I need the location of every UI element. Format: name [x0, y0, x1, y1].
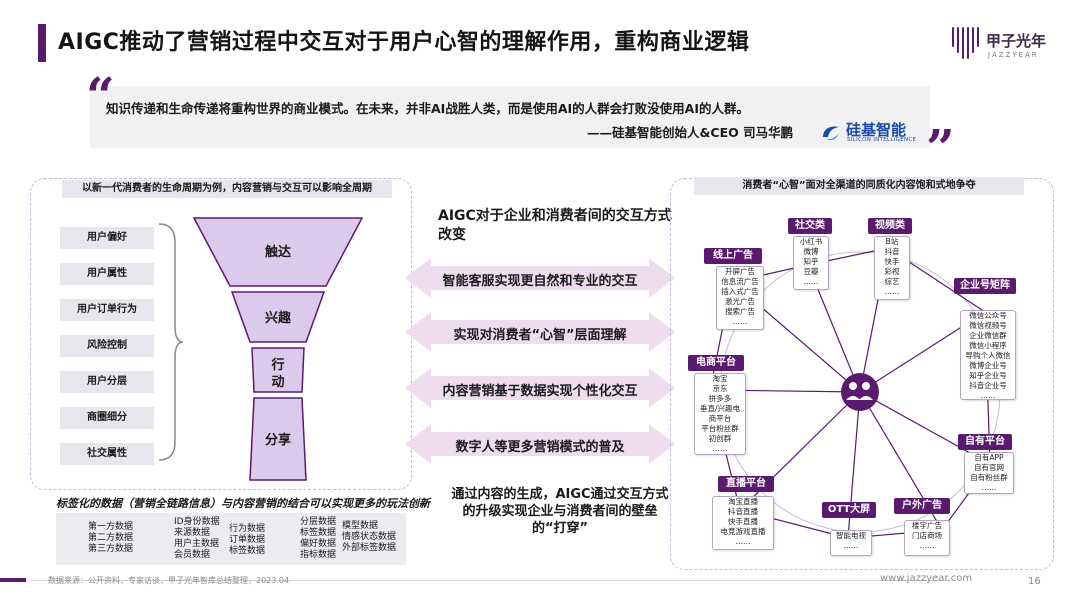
title-accent-bar [38, 24, 46, 62]
consumer-center-icon [841, 373, 879, 411]
arrow-banner-1 [405, 258, 675, 298]
channel-live-streaming: 直播平台 [718, 476, 774, 492]
tag-order-behavior: 用户订单行为 [60, 299, 154, 321]
channel-social-list: 小红书微博知乎豆瓣…… [793, 236, 829, 290]
funnel-label-share: 分享 [265, 432, 291, 448]
interaction-title: AIGC对于企业和消费者间的交互方式改变 [438, 208, 672, 243]
data-types-box [56, 513, 406, 565]
footer-divider [30, 580, 950, 581]
channel-enterprise-list: 微信公众号微信视频号企业微信群微信小程序导购个人微信微博企业号知乎企业号抖音企业… [960, 310, 1016, 400]
tag-user-preference: 用户偏好 [60, 227, 154, 249]
channel-ecommerce-list: 淘宝京东拼多多垂直/兴趣电商平台平台粉丝群初创群…… [694, 373, 746, 455]
funnel-label-action-1: 行 [270, 357, 284, 373]
footer-url[interactable]: www.jazzyear.com [880, 573, 973, 584]
funnel-stage-share [249, 397, 307, 481]
arrow-banner-4 [405, 424, 675, 464]
lifecycle-heading: 以新一代消费者的生命周期为例，内容营销与交互可以影响全周期 [62, 180, 392, 198]
interaction-summary: 通过内容的生成，AIGC通过交互方式的升级实现企业与消费者间的壁垒的“打穿” [451, 487, 669, 536]
funnel-stage-interest [230, 291, 326, 343]
data-col-model: 模型数据情感状态数据外部标签数据 [342, 521, 397, 553]
arrow-text-2: 实现对消费者“心智”层面理解 [453, 328, 627, 343]
company-name: 硅基智能 [846, 121, 907, 139]
data-col-party: 第一方数据第二方数据第三方数据 [88, 522, 134, 554]
funnel-label-interest: 兴趣 [265, 310, 292, 326]
channel-live-list: 淘宝直播抖音直播快手直播电竞游戏直播…… [712, 496, 774, 550]
tag-business-area: 商圈细分 [60, 407, 154, 429]
company-name-en: SILICON INTELLIGENCE [847, 137, 917, 143]
channel-outdoor-ads: 户外广告 [894, 498, 950, 514]
brand-logo-icon [952, 27, 979, 59]
channel-outdoor-list: 楼宇广告门店商场…… [904, 520, 950, 556]
data-col-identity: ID身份数据来源数据用户主数据会员数据 [174, 517, 220, 560]
brand-name-en: JAZZYEAR [988, 51, 1039, 59]
quote-box [90, 86, 930, 148]
funnel-stage-action [251, 347, 305, 393]
silicon-logo-icon [823, 126, 839, 141]
channel-video: 视频类 [868, 218, 912, 234]
arrow-text-3: 内容营销基于数据实现个性化交互 [442, 384, 638, 399]
brand-name: 甲子光年 [986, 32, 1047, 50]
tag-risk-control: 风险控制 [60, 335, 154, 357]
channel-ott-list: 智能电视…… [830, 530, 872, 556]
funnel-stage-reach [192, 217, 364, 287]
quote-text: 知识传递和生命传递将重构世界的商业模式。在未来，并非AI战胜人类，而是使用AI的… [106, 101, 749, 116]
channel-social: 社交类 [788, 218, 832, 234]
tag-social-attribute: 社交属性 [60, 443, 154, 465]
data-caption: 标签化的数据（营销全链路信息）与内容营销的结合可以实现更多的玩法创新 [56, 497, 430, 510]
footer-accent [0, 578, 26, 582]
marketing-funnel: 触达 兴趣 行 动 分享 [192, 217, 364, 481]
quote-close-mark: ” [926, 118, 955, 177]
footer-source: 数据来源：公开资料、专家访谈、甲子光年智库总结整理，2023.04 [48, 576, 290, 585]
channel-video-list: B站抖音快手彩视综艺…… [874, 236, 910, 300]
channel-online-ads-list: 开屏广告信息流广告插入式广告激光广告搜索广告…… [716, 266, 764, 330]
channel-ecommerce: 电商平台 [688, 355, 744, 371]
page-title: AIGC推动了营销过程中交互对于用户心智的理解作用，重构商业逻辑 [58, 30, 750, 55]
funnel-label-action-2: 动 [271, 375, 284, 390]
funnel-label-reach: 触达 [264, 244, 291, 260]
arrow-banner-2 [405, 312, 675, 352]
tags-brace [158, 223, 184, 461]
arrow-text-1: 智能客服实现更自然和专业的交互 [442, 274, 638, 289]
channel-owned-platform: 自有平台 [958, 434, 1012, 450]
quote-author: ——硅基智能创始人&CEO 司马华鹏 [587, 125, 794, 140]
company-logo: 硅基智能 SILICON INTELLIGENCE [820, 119, 920, 145]
tag-user-attribute: 用户属性 [60, 263, 154, 285]
data-col-segment: 分层数据标签数据偏好数据指标数据 [300, 517, 337, 560]
channel-online-ads: 线上广告 [704, 248, 762, 264]
arrow-banner-3 [405, 368, 675, 408]
data-col-behavior: 行为数据订单数据标签数据 [229, 524, 266, 556]
quote-open-mark: “ [86, 66, 115, 125]
arrow-text-4: 数字人等更多营销模式的普及 [455, 440, 625, 455]
channel-ott: OTT大屏 [822, 502, 876, 518]
tag-user-segment: 用户分层 [60, 371, 154, 393]
page-number: 16 [1028, 576, 1041, 587]
channels-heading: 消费者“心智”面对全渠道的同质化内容饱和式地争夺 [694, 177, 1024, 195]
channel-enterprise-accounts: 企业号矩阵 [954, 278, 1016, 294]
